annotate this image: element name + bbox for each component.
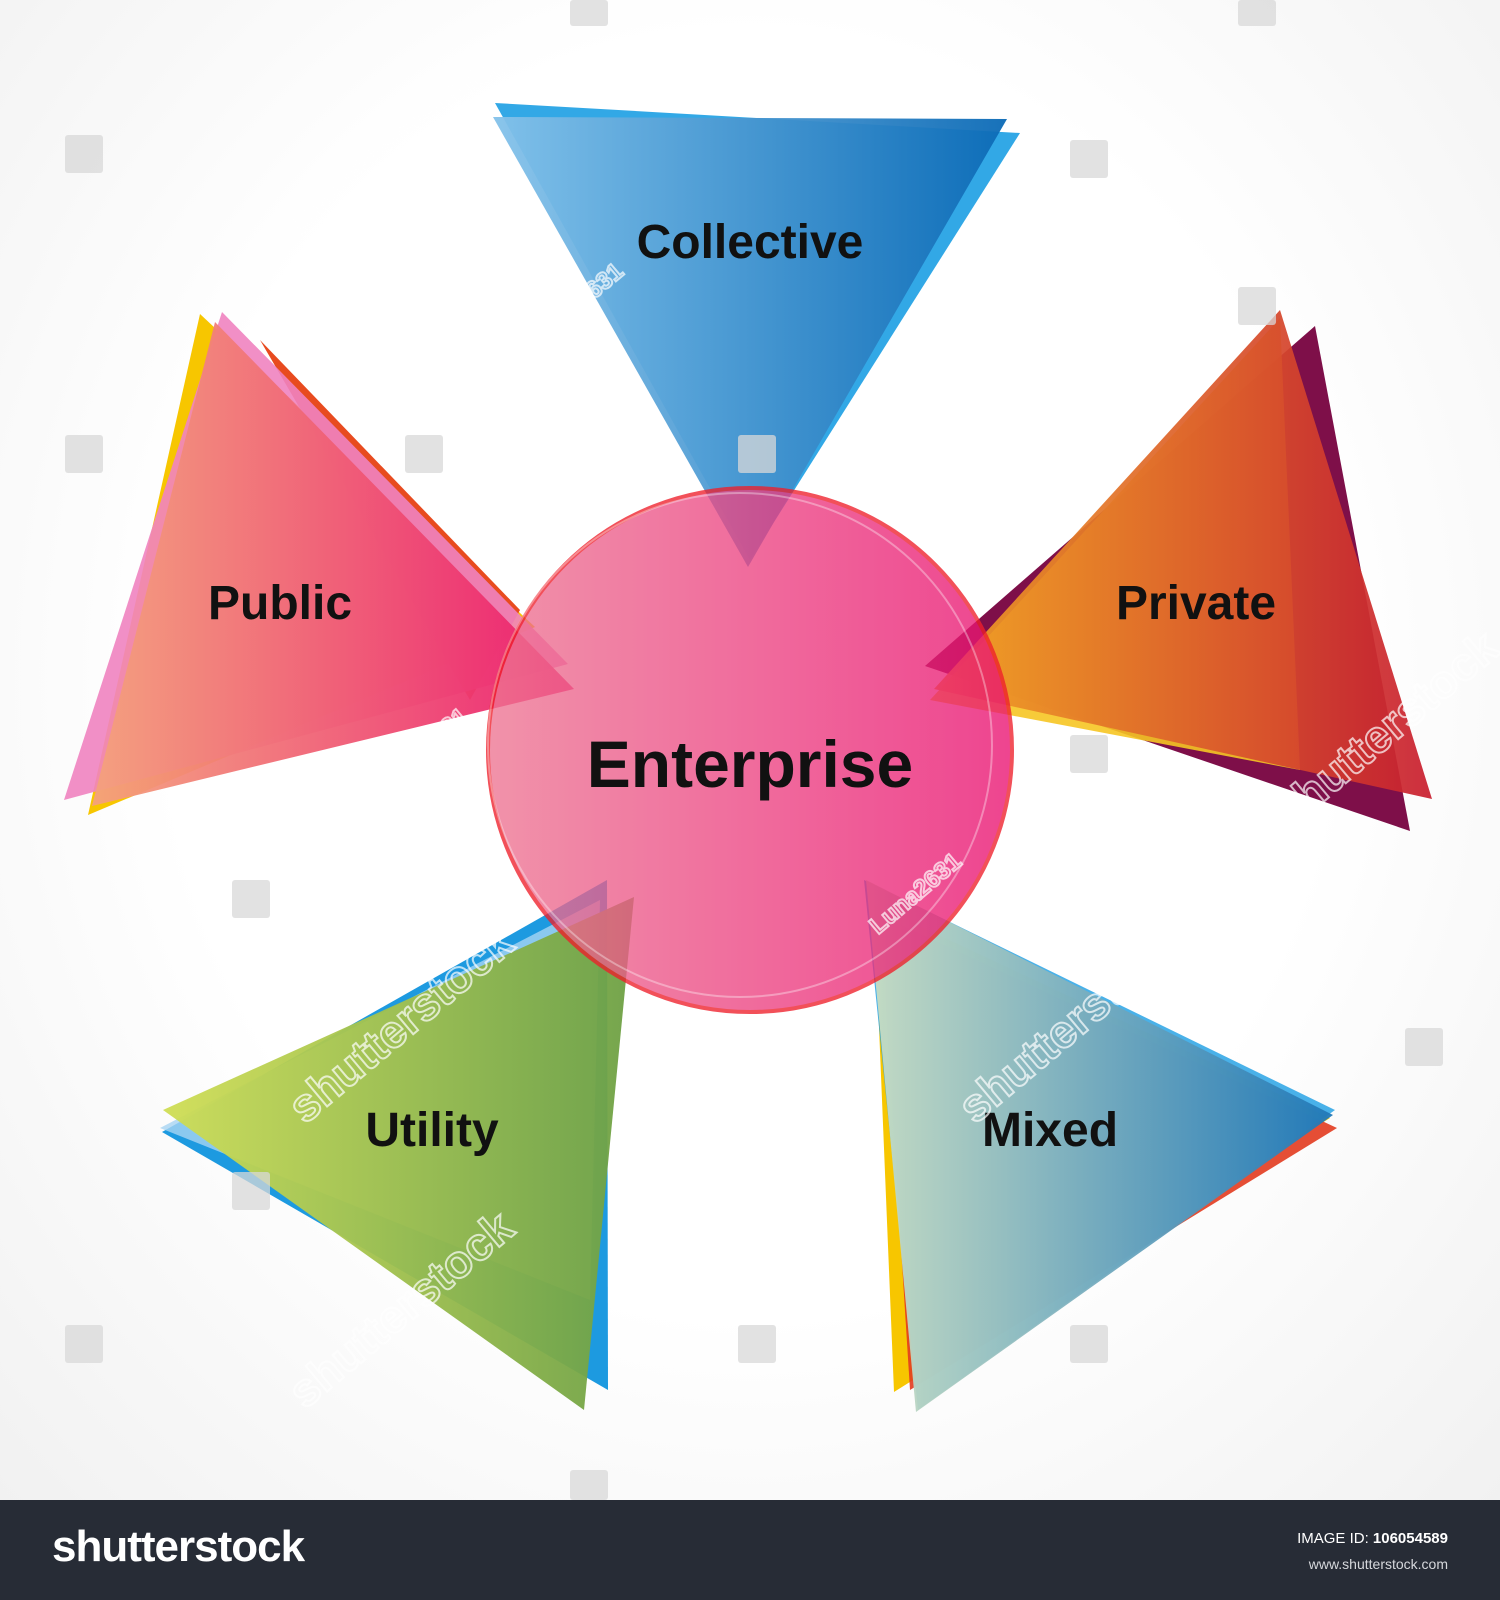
watermark-square — [405, 435, 443, 473]
watermark-square — [1070, 140, 1108, 178]
public-node: Public — [64, 312, 574, 815]
diagram-canvas: Collective Public Private Utility Mixed … — [0, 0, 1500, 1500]
utility-label: Utility — [365, 1104, 499, 1157]
watermark-square — [570, 1470, 608, 1500]
watermark-square — [738, 1325, 776, 1363]
watermark-square — [1405, 1028, 1443, 1066]
watermark-brand-text: shutterstock — [278, 30, 523, 248]
private-label: Private — [1116, 577, 1276, 630]
collective-label: Collective — [637, 216, 864, 269]
enterprise-label: Enterprise — [587, 727, 913, 801]
watermark-square — [232, 880, 270, 918]
utility-node: Utility — [160, 880, 634, 1410]
watermark-squares — [65, 0, 1443, 1500]
enterprise-circle-highlight — [487, 492, 993, 998]
private-node: Private — [925, 310, 1432, 831]
footer-image-id-value: 106054589 — [1372, 1530, 1448, 1547]
public-label: Public — [208, 577, 352, 630]
watermark-square — [232, 1172, 270, 1210]
utility-triangle — [163, 897, 634, 1410]
collective-node: Collective — [493, 103, 1020, 567]
watermark-square — [65, 1325, 103, 1363]
collective-triangle — [493, 117, 1007, 567]
watermark-square — [570, 0, 608, 26]
private-triangle — [934, 310, 1432, 799]
footer-url: www.shutterstock.com — [1308, 1556, 1448, 1572]
watermark-square — [1238, 287, 1276, 325]
watermark-square — [1070, 1325, 1108, 1363]
enterprise-center-node: Enterprise — [486, 486, 1014, 1014]
enterprise-diagram: Collective Public Private Utility Mixed … — [64, 0, 1443, 1500]
footer-image-id: IMAGE ID: 106054589 — [1297, 1530, 1448, 1547]
mixed-label: Mixed — [982, 1104, 1118, 1157]
footer-bar: shutterstock IMAGE ID: 106054589 www.shu… — [0, 1500, 1500, 1600]
public-triangle — [92, 322, 574, 806]
mixed-triangle — [866, 880, 1333, 1412]
enterprise-circle — [486, 486, 1014, 1014]
watermark-square — [1070, 735, 1108, 773]
mixed-node: Mixed — [864, 880, 1337, 1412]
watermark-square — [738, 435, 776, 473]
watermark-square — [1238, 0, 1276, 26]
footer-image-id-label: IMAGE ID: — [1297, 1530, 1373, 1547]
watermark-square — [65, 135, 103, 173]
watermark-square — [65, 435, 103, 473]
footer-logo: shutterstock — [52, 1522, 305, 1571]
